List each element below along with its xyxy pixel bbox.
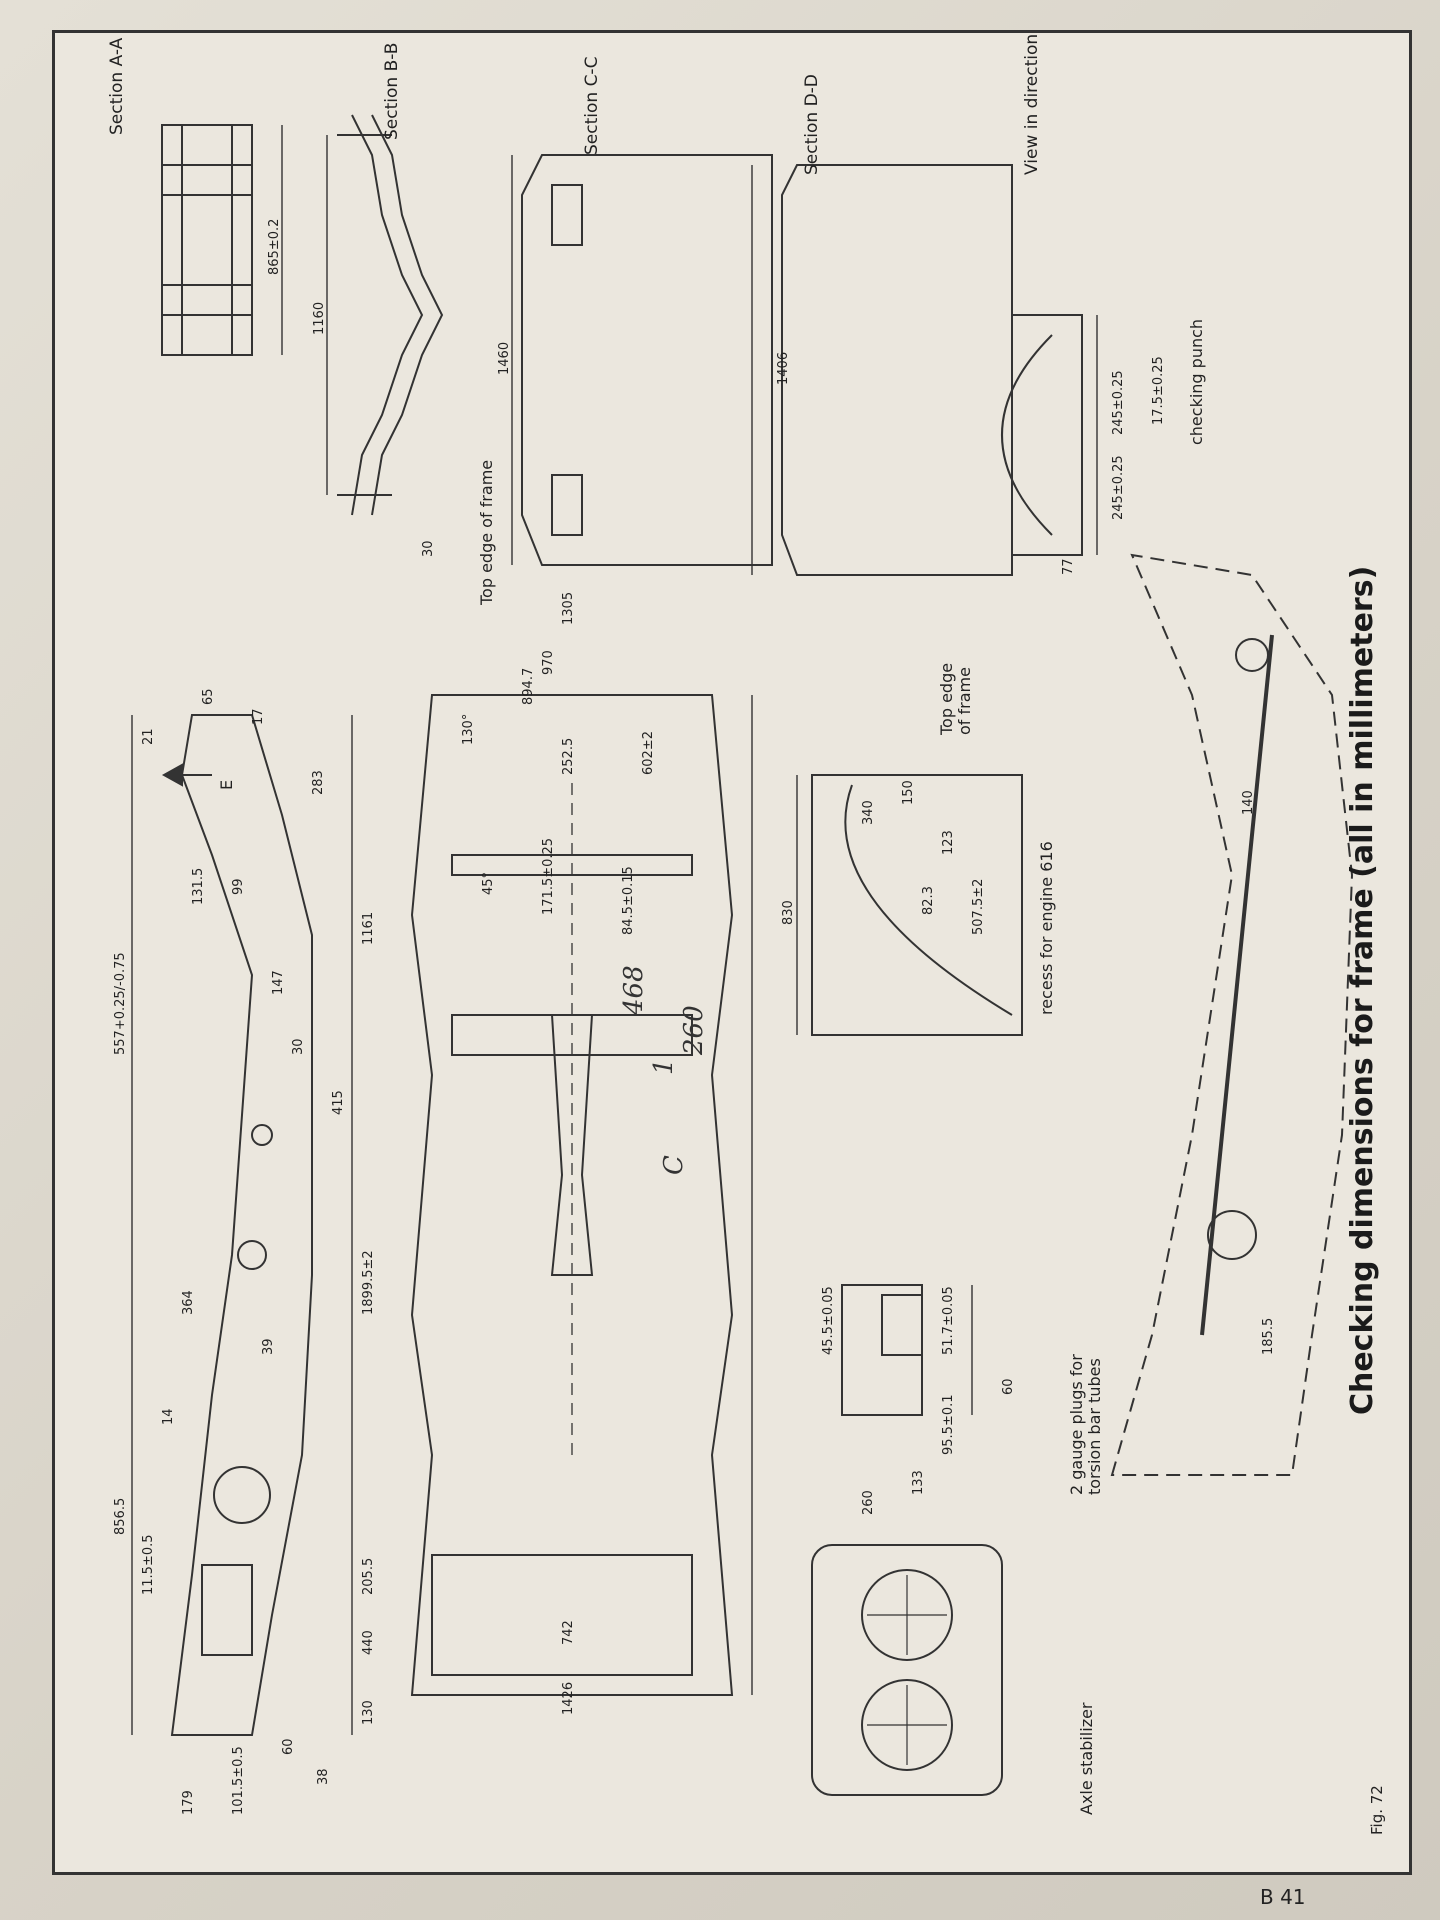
dim-856-5: 856.5 — [113, 1498, 128, 1535]
dim-60: 60 — [1001, 1378, 1016, 1395]
axle-label: Axle stabilizer — [1077, 1702, 1096, 1815]
dim-1160: 1160 — [312, 302, 327, 335]
dim-140: 140 — [1241, 790, 1256, 815]
dim-1460: 1460 — [497, 342, 512, 375]
section-b-b-label: Section B-B — [382, 43, 402, 140]
page-reference: B 41 — [1260, 1885, 1306, 1909]
dim-65: 65 — [201, 688, 216, 705]
section-c-c-label: Section C-C — [582, 57, 602, 155]
gauge-label-2: torsion bar tubes — [1085, 1358, 1104, 1495]
hand-note-468: 468 — [619, 965, 649, 1016]
top-edge-label-2b: of frame — [955, 667, 974, 735]
dim-283: 283 — [311, 770, 326, 795]
dim-45-5: 45.5±0.05 — [821, 1286, 836, 1355]
dim-602: 602±2 — [641, 731, 656, 775]
dim-1899-5: 1899.5±2 — [361, 1250, 376, 1315]
recess-label: recess for engine 616 — [1037, 841, 1056, 1015]
section-a-a-label: Section A-A — [107, 37, 127, 135]
dim-364: 364 — [181, 1290, 196, 1315]
dim-150: 150 — [901, 780, 916, 805]
dim-830: 830 — [781, 900, 796, 925]
view-direction-e: 245±0.25 245±0.25 77 17.5±0.25 checking … — [1001, 18, 1206, 575]
dim-185-5: 185.5 — [1261, 1318, 1276, 1355]
dim-245-a: 245±0.25 — [1111, 455, 1126, 520]
dim-77: 77 — [1061, 558, 1076, 575]
dim-45-deg: 45° — [481, 872, 496, 895]
e-arrow-label: E — [217, 780, 236, 790]
dim-147: 147 — [271, 970, 286, 995]
dim-1406: 1406 — [776, 352, 791, 385]
dim-82-3: 82.3 — [921, 886, 936, 915]
dim-970: 970 — [541, 650, 556, 675]
dim-95-5: 95.5±0.1 — [941, 1394, 956, 1455]
caption: Checking dimensions for frame (all in mi… — [1345, 566, 1380, 1415]
dim-84-5: 84.5±0.15 — [621, 866, 636, 935]
direction-e-arrow: E — [161, 763, 236, 790]
side-elevation: 179 101.5±0.5 60 38 130 440 11.5±0.5 205… — [113, 688, 376, 1815]
dim-205-5: 205.5 — [361, 1558, 376, 1595]
dim-557: 557+0.25/-0.75 — [113, 952, 128, 1055]
checking-punch-label: checking punch — [1187, 319, 1206, 445]
dim-38: 38 — [316, 1768, 331, 1785]
dim-1161: 1161 — [361, 912, 376, 945]
dim-17: 17 — [251, 708, 266, 725]
dim-252-5: 252.5 — [561, 738, 576, 775]
dim-21: 21 — [141, 728, 156, 745]
dim-260: 260 — [861, 1490, 876, 1515]
frame-drawing: 865±0.2 Section A-A 1160 30 Top edge of … — [107, 18, 1386, 1835]
hand-note-1: 1 — [649, 1058, 679, 1075]
dim-130-b: 130 — [361, 1700, 376, 1725]
dim-14: 14 — [161, 1408, 176, 1425]
dim-17-5: 17.5±0.25 — [1151, 356, 1166, 425]
section-b-b: 1160 30 Top edge of frame Section B-B — [312, 43, 496, 606]
dim-894-7: 894.7 — [521, 668, 536, 705]
dim-60-b: 60 — [281, 1738, 296, 1755]
view-e-label: View in direction E — [1022, 30, 1042, 175]
dim-440: 440 — [361, 1630, 376, 1655]
dim-39: 39 — [261, 1338, 276, 1355]
plan-view-frame: 1426 742 1305 970 894.7 252.5 602±2 171.… — [410, 592, 753, 1715]
dim-30-b: 30 — [291, 1038, 306, 1055]
dim-171-5: 171.5±0.25 — [541, 838, 556, 915]
engine-recess-detail: 830 340 82.3 507.5±2 123 150 recess for … — [781, 774, 1056, 1036]
hand-note-260: 260 — [679, 1005, 709, 1056]
section-d-d-label: Section D-D — [802, 74, 822, 175]
gauge-label-1: 2 gauge plugs for — [1067, 1354, 1086, 1495]
dim-30: 30 — [421, 540, 436, 557]
section-c-c: 1460 Section C-C — [497, 57, 773, 566]
dim-865: 865±0.2 — [267, 219, 282, 275]
dim-123: 123 — [941, 830, 956, 855]
dim-133: 133 — [911, 1470, 926, 1495]
dim-742: 742 — [561, 1620, 576, 1645]
top-edge-label-2a: Top edge — [937, 663, 956, 736]
dim-245-b: 245±0.25 — [1111, 370, 1126, 435]
top-edge-label-1: Top edge of frame — [477, 460, 496, 606]
section-a-a: 865±0.2 Section A-A — [107, 37, 283, 356]
dim-11-5: 11.5±0.5 — [141, 1534, 156, 1595]
figure-label: Fig. 72 — [1368, 1785, 1386, 1835]
dim-101-5: 101.5±0.5 — [231, 1746, 246, 1815]
dim-1426: 1426 — [561, 1682, 576, 1715]
dim-179: 179 — [181, 1790, 196, 1815]
hand-note-c: C — [659, 1155, 689, 1175]
gauge-plug-detail: 45.5±0.05 51.7±0.05 60 95.5±0.1 133 260 … — [821, 1284, 1104, 1515]
dim-340: 340 — [861, 800, 876, 825]
dim-507-5: 507.5±2 — [971, 879, 986, 935]
rear-frame-bar: 140 185.5 — [1200, 634, 1276, 1355]
drawing-sheet — [52, 30, 1412, 1875]
dim-1305: 1305 — [561, 592, 576, 625]
dim-415: 415 — [331, 1090, 346, 1115]
section-d-d: 1406 Section D-D Top edge of frame — [751, 74, 1013, 736]
dim-99: 99 — [231, 878, 246, 895]
axle-stabilizer-detail: Axle stabilizer — [811, 1544, 1096, 1815]
rear-frame-side-view — [1110, 553, 1354, 1476]
dim-131-5: 131.5 — [191, 868, 206, 905]
dim-130-deg: 130° — [461, 714, 476, 745]
dim-51-7: 51.7±0.05 — [941, 1286, 956, 1355]
